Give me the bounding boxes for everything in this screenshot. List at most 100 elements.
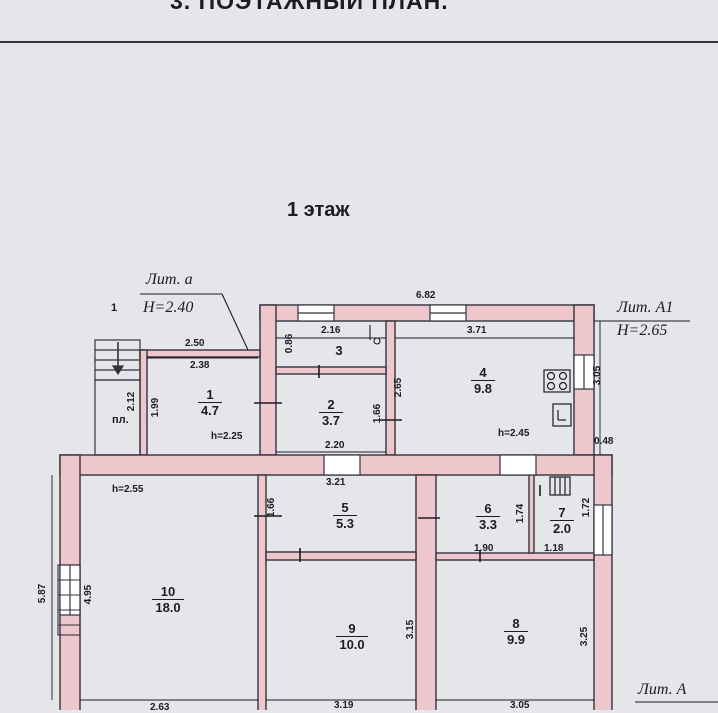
lit-a-leader	[140, 293, 718, 703]
room-9: 9 10.0	[330, 621, 374, 652]
window	[499, 454, 537, 476]
room-number: 7	[558, 505, 566, 520]
dim-5-87: 5.87	[37, 583, 49, 604]
room-area: 3.3	[475, 516, 501, 532]
room-area: 10.0	[336, 636, 368, 652]
room-area: 4.7	[197, 402, 223, 418]
window	[323, 454, 361, 476]
wall-row-5-9	[265, 551, 417, 561]
room-8: 8 9.9	[496, 616, 536, 647]
dim-2-65: 2.65	[393, 377, 405, 398]
room-area: 2.0	[549, 520, 575, 536]
height-room10: h=2.55	[112, 484, 144, 495]
marker-one: 1	[111, 302, 118, 314]
doors	[254, 365, 541, 562]
room-5: 5 5.3	[325, 500, 365, 531]
dim-3-05-bottom: 3.05	[510, 700, 530, 711]
room-number: 6	[484, 501, 492, 516]
dim-2-20: 2.20	[325, 440, 345, 451]
dim-3-05: 3.05	[592, 365, 604, 386]
room-area: 18.0	[152, 599, 184, 615]
dim-1-90: 1.90	[474, 543, 494, 554]
wall-3-2	[275, 366, 387, 375]
boiler-icon	[549, 476, 571, 496]
room-area: 3.7	[318, 412, 344, 428]
dim-0-48: 0.48	[594, 436, 614, 447]
room-number: 2	[327, 397, 335, 412]
porch-stairs	[94, 339, 141, 456]
wall-col-2	[415, 474, 437, 710]
room-area: 9.8	[470, 380, 496, 396]
room-number: 1	[206, 387, 214, 402]
dim-3-21: 3.21	[326, 477, 346, 488]
room-2: 2 3.7	[311, 397, 351, 428]
dim-2-16: 2.16	[321, 325, 341, 336]
stairs-arrow-head	[111, 365, 125, 376]
outside-steps	[57, 564, 81, 636]
room-number: 5	[341, 500, 349, 515]
water-fixture-icon	[369, 325, 381, 345]
wall-a1-left	[259, 304, 277, 456]
wall-col-1	[257, 474, 267, 710]
page-header: 3. ПОЭТАЖНЫЙ ПЛАН.	[170, 0, 449, 14]
porch-platform	[94, 379, 141, 456]
wall-veranda-left	[139, 349, 148, 456]
dim-1-66-a: 1.66	[372, 403, 384, 424]
dim-3-19: 3.19	[334, 700, 354, 711]
stove-burner	[546, 371, 556, 381]
wall-6-7	[528, 474, 535, 554]
stove-burner	[558, 381, 568, 391]
room-1: 1 4.7	[190, 387, 230, 418]
room-number: 3	[335, 343, 343, 358]
floor-title: 1 этаж	[287, 199, 350, 221]
room-4: 4 9.8	[463, 365, 503, 396]
room-area: 5.3	[332, 515, 358, 531]
dim-2-63: 2.63	[150, 702, 170, 713]
sink-body	[552, 403, 572, 427]
dim-1-99: 1.99	[150, 397, 162, 418]
room-6: 6 3.3	[468, 501, 508, 532]
fixture-circle	[373, 337, 381, 345]
stove-burner	[546, 381, 556, 391]
height-room1: h=2.25	[211, 431, 243, 442]
dim-1-18: 1.18	[544, 543, 564, 554]
lit-A-label: Лит. А	[638, 681, 687, 698]
stove-burner	[558, 371, 568, 381]
stove-icon	[543, 369, 571, 393]
dim-0-86: 0.86	[284, 333, 296, 354]
sink-icon	[552, 403, 572, 427]
room-number: 10	[160, 584, 176, 599]
dim-1-66-b: 1.66	[266, 497, 278, 518]
room-number: 8	[512, 616, 520, 631]
dim-2-12: 2.12	[126, 391, 138, 412]
dimension-lines	[51, 321, 601, 701]
lit-a-label: Лит. а	[146, 271, 193, 288]
room-10: 10 18.0	[146, 584, 190, 615]
stove-body	[543, 369, 571, 393]
room-number: 9	[348, 621, 356, 636]
porch-label: пл.	[112, 414, 129, 426]
dim-3-25: 3.25	[579, 626, 591, 647]
wall-main-right	[593, 454, 613, 710]
room-number: 4	[479, 365, 487, 380]
dim-2-38: 2.38	[190, 360, 210, 371]
dim-1-74: 1.74	[515, 503, 527, 524]
room-3: 3	[327, 343, 351, 358]
lit-a-height: H=2.40	[143, 299, 194, 316]
dim-1-72: 1.72	[581, 497, 593, 518]
dim-3-71: 3.71	[467, 325, 487, 336]
wall-row-6-8	[435, 552, 595, 561]
windows	[59, 304, 613, 616]
dim-4-95: 4.95	[83, 584, 95, 605]
lit-a-pointer	[221, 293, 249, 351]
room-7: 7 2.0	[542, 505, 582, 536]
wall-veranda-top	[139, 349, 261, 358]
dim-2-50: 2.50	[185, 338, 205, 349]
lit-a1-label: Лит. А1	[617, 299, 674, 316]
dim-6-82: 6.82	[416, 290, 436, 301]
steps-left	[57, 564, 81, 636]
height-room4: h=2.45	[498, 428, 530, 439]
lit-a1-height: H=2.65	[617, 322, 668, 339]
dim-3-15: 3.15	[405, 619, 417, 640]
